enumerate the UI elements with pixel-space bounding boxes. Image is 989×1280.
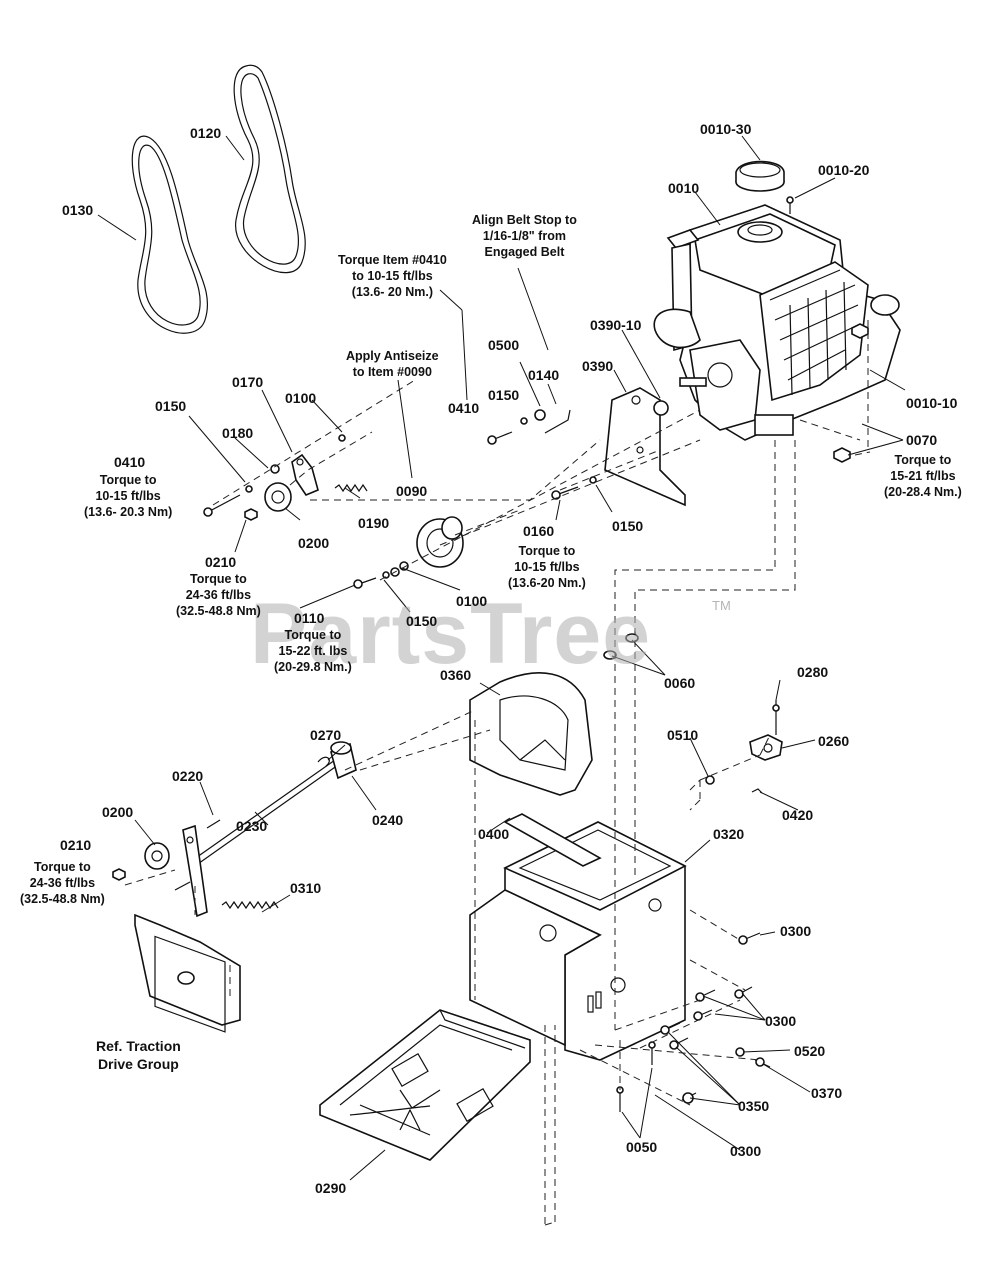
label-0070: 0070 <box>906 432 938 448</box>
label-0210-top: 0210 <box>205 554 237 570</box>
label-0140: 0140 <box>528 367 560 383</box>
watermark-trademark: TM <box>712 598 731 613</box>
label-0300-c: 0300 <box>730 1143 762 1159</box>
bracket-0260 <box>705 700 783 794</box>
watermark-text: PartsTree <box>250 586 652 682</box>
label-0370: 0370 <box>811 1085 843 1101</box>
label-0320: 0320 <box>713 826 745 842</box>
leader-lines <box>97 135 906 1181</box>
label-0120: 0120 <box>190 125 222 141</box>
bolts-right <box>616 932 771 1112</box>
label-0220: 0220 <box>172 768 204 784</box>
label-0310: 0310 <box>290 880 322 896</box>
idler-arm-0170 <box>291 453 319 496</box>
label-0090: 0090 <box>396 483 428 499</box>
label-0360: 0360 <box>440 667 472 683</box>
label-0100-top: 0100 <box>285 390 317 406</box>
label-0150-a: 0150 <box>488 387 520 403</box>
label-0130: 0130 <box>62 202 94 218</box>
label-0240: 0240 <box>372 812 404 828</box>
note-torque-0410-top: Torque Item #0410 to 10-15 ft/lbs (13.6-… <box>338 253 447 299</box>
label-0010-20: 0010-20 <box>818 162 870 178</box>
washers-0060 <box>603 633 639 660</box>
spring-0190 <box>334 483 368 493</box>
belt-0130 <box>131 135 209 334</box>
label-0390: 0390 <box>582 358 614 374</box>
label-0170: 0170 <box>232 374 264 390</box>
label-0300-b: 0300 <box>765 1013 797 1029</box>
note-torque-0410-left: Torque to 10-15 ft/lbs (13.6- 20.3 Nm) <box>84 473 173 519</box>
note-antiseize: Apply Antiseize to Item #0090 <box>346 349 439 379</box>
label-0010-10: 0010-10 <box>906 395 958 411</box>
plate-0400 <box>503 813 602 867</box>
note-torque-0070: Torque to 15-21 ft/lbs (20-28.4 Nm.) <box>884 453 962 499</box>
belt-0120 <box>233 64 306 274</box>
label-0200-top: 0200 <box>298 535 330 551</box>
label-0160: 0160 <box>523 523 555 539</box>
label-0010: 0010 <box>668 180 700 196</box>
label-0050: 0050 <box>626 1139 658 1155</box>
label-0290: 0290 <box>315 1180 347 1196</box>
screw-0010-20 <box>786 196 794 214</box>
label-0510: 0510 <box>667 727 699 743</box>
label-0230: 0230 <box>236 818 268 834</box>
note-torque-0160: Torque to 10-15 ft/lbs (13.6-20 Nm.) <box>508 544 586 590</box>
note-torque-0210-top: Torque to 24-36 ft/lbs (32.5-48.8 Nm) <box>176 572 261 618</box>
label-0210-bot: 0210 <box>60 837 92 853</box>
traction-shaft-0230 <box>189 741 357 867</box>
label-0260: 0260 <box>818 733 850 749</box>
label-0500: 0500 <box>488 337 520 353</box>
label-0520: 0520 <box>794 1043 826 1059</box>
pulley-0090 <box>416 516 464 568</box>
engine-0010 <box>653 204 901 441</box>
chute-cover-0360 <box>469 672 593 796</box>
nuts-0070 <box>833 323 869 463</box>
label-0060: 0060 <box>664 675 696 691</box>
bottom-pan-0290 <box>319 1009 531 1161</box>
label-0300-a: 0300 <box>780 923 812 939</box>
label-0180: 0180 <box>222 425 254 441</box>
label-0150-c: 0150 <box>612 518 644 534</box>
label-0100-bot: 0100 <box>456 593 488 609</box>
label-0390-10: 0390-10 <box>590 317 642 333</box>
label-0010-30: 0010-30 <box>700 121 752 137</box>
fuel-cap-0010-30 <box>735 160 785 192</box>
idler-pulley-0200-top <box>264 482 292 512</box>
label-0270: 0270 <box>310 727 342 743</box>
belt-guard-0390 <box>604 387 686 507</box>
idler-bracket-lower <box>112 819 279 918</box>
traction-drive-plate <box>134 913 241 1033</box>
note-align-belt: Align Belt Stop to 1/16-1/8" from Engage… <box>472 213 577 259</box>
label-0400: 0400 <box>478 826 510 842</box>
label-0150-b: 0150 <box>155 398 187 414</box>
label-0410-a: 0410 <box>448 400 480 416</box>
note-torque-0110: Torque to 15-22 ft. lbs (20-29.8 Nm.) <box>274 628 352 674</box>
label-0410-b: 0410 <box>114 454 146 470</box>
label-0190: 0190 <box>358 515 390 531</box>
label-0200-bot: 0200 <box>102 804 134 820</box>
frame-0320 <box>469 821 687 1061</box>
label-0150-d: 0150 <box>406 613 438 629</box>
label-0350: 0350 <box>738 1098 770 1114</box>
note-torque-0210-bot: Torque to 24-36 ft/lbs (32.5-48.8 Nm) <box>20 860 105 906</box>
label-0110: 0110 <box>294 610 325 626</box>
label-0420: 0420 <box>782 807 814 823</box>
dashed-lines <box>124 320 871 1226</box>
note-ref-traction: Ref. Traction Drive Group <box>96 1038 181 1072</box>
label-0280: 0280 <box>797 664 829 680</box>
